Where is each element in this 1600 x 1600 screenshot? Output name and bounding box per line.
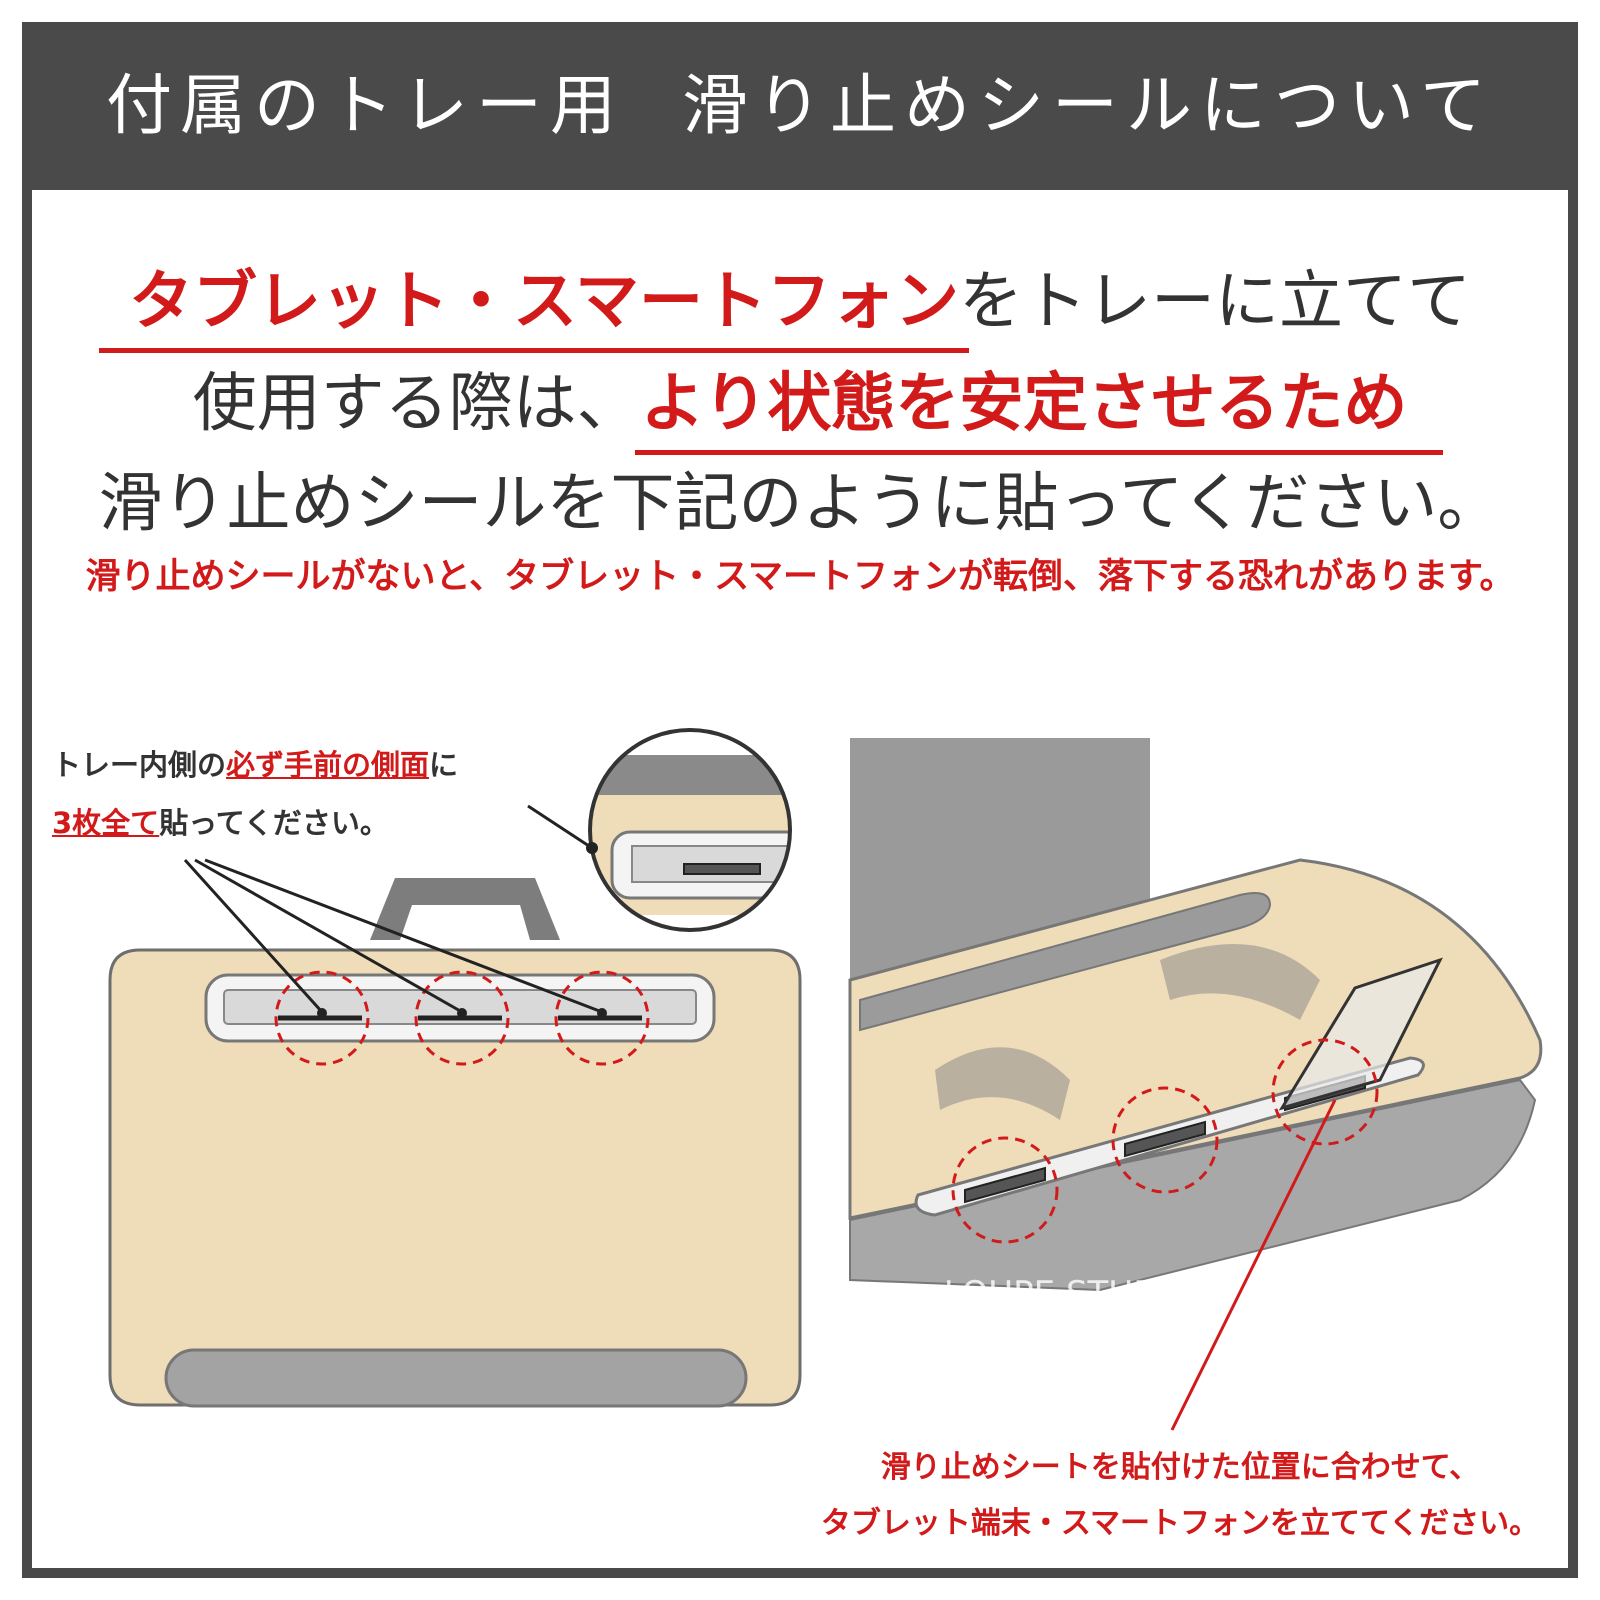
watermark: LOUPE STUDIO xyxy=(944,1274,1196,1314)
caption-line-2: タブレット端末・スマートフォンを立ててください。 xyxy=(820,1506,1540,1541)
sticker-3d-3-marker xyxy=(1271,1038,1379,1146)
left-note-text-3: 貼ってください。 xyxy=(159,806,389,840)
warning-text: 滑り止めシールがないと、タブレット・スマートフォンが転倒、落下する恐れがあります… xyxy=(85,557,1515,597)
instruction-line-2-highlight: より状態を安定させるため xyxy=(640,367,1408,441)
sticker-2-marker xyxy=(414,970,510,1066)
left-note-highlight-1: 必ず手前の側面 xyxy=(226,748,430,782)
header-bar: 付属のトレー用 滑り止めシールについて xyxy=(22,22,1578,190)
zoom-circle xyxy=(588,728,792,932)
caption-pointer xyxy=(1170,1099,1337,1431)
left-note-line-2: 3枚全て貼ってください。 xyxy=(52,800,389,842)
left-note-line-1: トレー内側の必ず手前の側面に xyxy=(52,742,458,784)
zoom-pointer xyxy=(527,804,593,850)
page-title: 付属のトレー用 滑り止めシールについて xyxy=(106,67,1494,144)
instruction-line-3: 滑り止めシールを下記のように貼ってください。 xyxy=(98,467,1502,541)
instruction-line-1-highlight: タブレット・スマートフォン xyxy=(128,265,960,339)
tablet-stand-icon xyxy=(370,878,560,940)
left-note-text-1: トレー内側の xyxy=(52,748,227,782)
pointer-line-3 xyxy=(204,858,603,1014)
zoom-detail xyxy=(527,728,792,932)
tray-top-view xyxy=(108,858,802,1408)
hand-shadow-left xyxy=(935,1047,1070,1120)
sticker-1-marker xyxy=(274,970,370,1066)
pointer-line-1 xyxy=(183,858,324,1014)
sticker-3d-2 xyxy=(1124,1120,1206,1158)
sticker-3d-2-marker xyxy=(1111,1086,1219,1194)
caption-line-1: 滑り止めシートを貼付けた位置に合わせて、 xyxy=(880,1450,1480,1485)
instruction-line-2: 使用する際は、より状態を安定させるため xyxy=(40,352,1560,444)
wrist-rest xyxy=(164,1348,748,1408)
instruction-line-1-text: をトレーに立てて xyxy=(959,265,1472,339)
pointer-line-2 xyxy=(194,858,463,1014)
instruction-line-1: タブレット・スマートフォンをトレーに立てて xyxy=(40,250,1560,342)
left-note-text-2: に xyxy=(429,748,459,782)
sticker-3d-1 xyxy=(964,1166,1046,1204)
standing-tablet xyxy=(1278,957,1443,1111)
tray-body xyxy=(108,948,802,1407)
hand-shadow-right xyxy=(1160,944,1320,1020)
tray-groove xyxy=(859,892,1272,1032)
left-note-highlight-2: 3枚全て xyxy=(52,806,160,840)
tray-perspective-view: LOUPE STUDIO xyxy=(848,738,1543,1431)
sticker-3-marker xyxy=(554,970,650,1066)
tray-surface xyxy=(848,858,1543,1220)
sticker-3d-1-marker xyxy=(951,1136,1059,1244)
instruction-line-2-text: 使用する際は、 xyxy=(192,367,641,441)
